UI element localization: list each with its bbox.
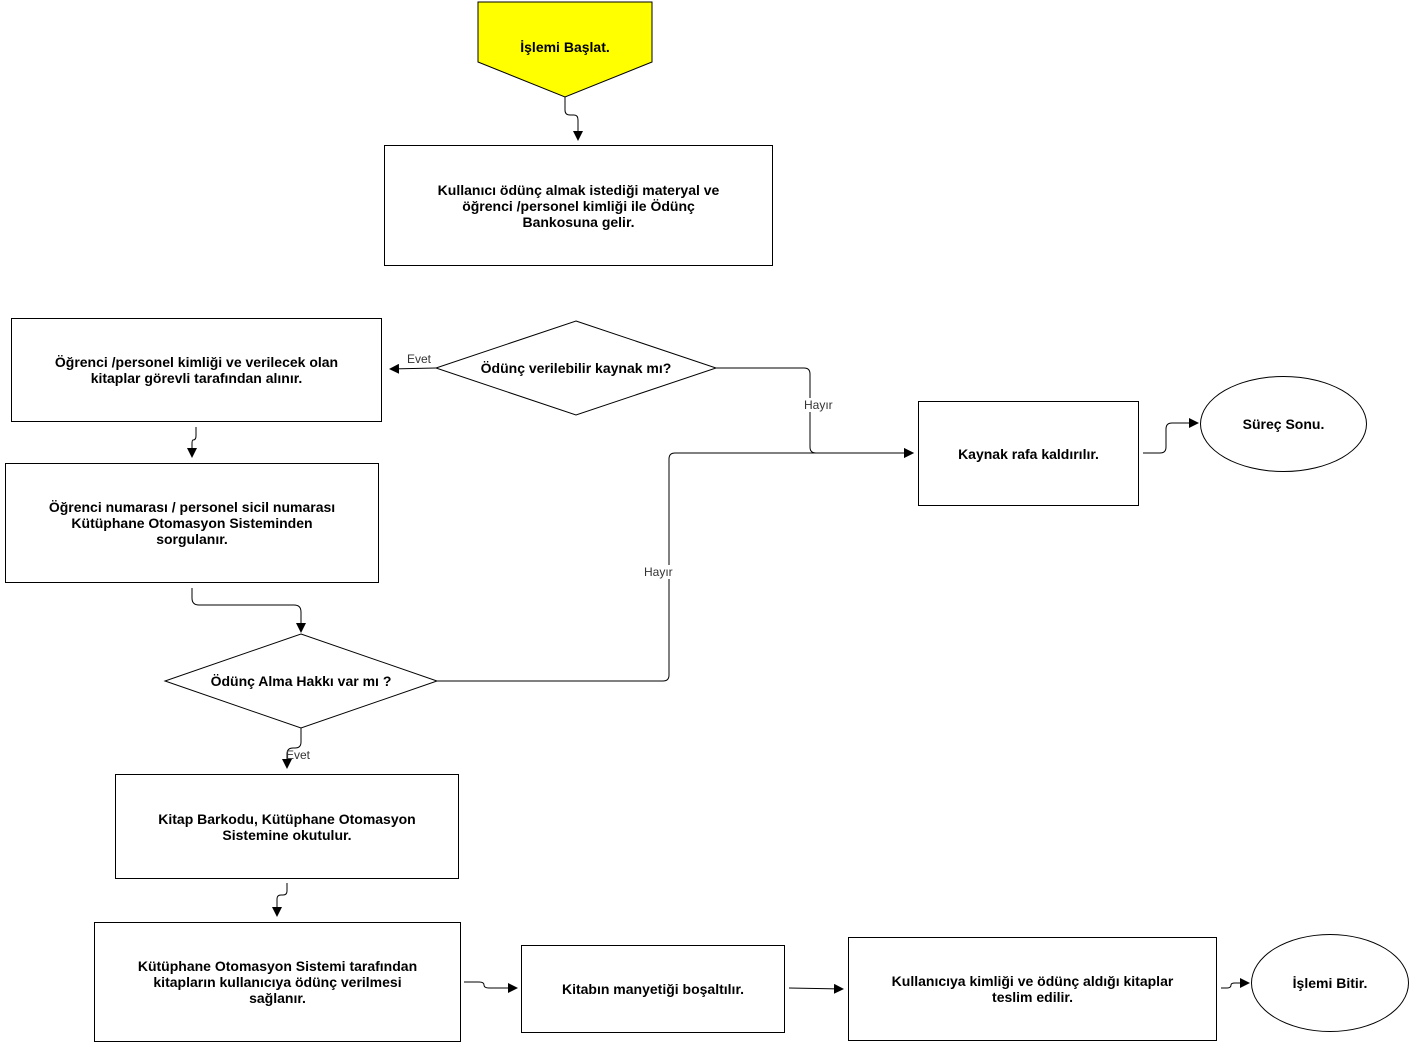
start-shape[interactable] — [477, 1, 653, 98]
edge-right-no — [437, 448, 914, 682]
edge-query-to-decision — [191, 588, 306, 633]
deliver-box[interactable]: Kullanıcıya kimliği ve ödünç aldığı kita… — [848, 937, 1217, 1041]
barcode-text: Kitap Barkodu, Kütüphane Otomasyon Siste… — [158, 810, 416, 843]
deliver-text: Kullanıcıya kimliği ve ödünç aldığı kita… — [891, 973, 1174, 1005]
edge-label-evet-2: Evet — [286, 748, 311, 762]
demagnetize-box[interactable]: Kitabın manyetiği boşaltılır. — [521, 945, 785, 1033]
edge-deliver-to-finish — [1221, 978, 1250, 989]
query-box[interactable]: Öğrenci numarası / personel sicil numara… — [5, 463, 379, 583]
process-end-oval[interactable]: Süreç Sonu. — [1200, 376, 1367, 472]
arrive-text: Kullanıcı ödünç almak istediği materyal … — [437, 181, 720, 230]
take-id-box[interactable]: Öğrenci /personel kimliği ve verilecek o… — [11, 318, 382, 422]
edge-take-to-query — [187, 427, 197, 458]
lend-text: Kütüphane Otomasyon Sistemi tarafından k… — [137, 958, 418, 1006]
edge-shelve-to-end — [1143, 418, 1199, 454]
query-text: Öğrenci numarası / personel sicil numara… — [48, 499, 336, 547]
decision-right-label: Ödünç Alma Hakkı var mı ? — [210, 673, 392, 689]
start-label: İşlemi Başlat. — [520, 39, 610, 55]
arrive-box[interactable]: Kullanıcı ödünç almak istediği materyal … — [384, 145, 773, 266]
edge-demag-to-deliver — [788, 983, 844, 994]
edge-right-yes — [282, 728, 302, 769]
shelve-text: Kaynak rafa kaldırılır. — [958, 445, 1099, 462]
edge-lend-to-demag — [464, 981, 518, 993]
edge-start-to-arrive — [564, 97, 583, 141]
edge-barcode-to-lend — [272, 883, 288, 917]
decision-resource-label: Ödünç verilebilir kaynak mı? — [480, 360, 672, 376]
edge-resource-yes — [389, 363, 437, 374]
decision-resource-diamond[interactable] — [434, 320, 718, 416]
lend-box[interactable]: Kütüphane Otomasyon Sistemi tarafından k… — [94, 922, 461, 1042]
edge-label-hayir-2: Hayır — [644, 565, 673, 579]
finish-text: İşlemi Bitir. — [1292, 975, 1368, 991]
finish-oval[interactable]: İşlemi Bitir. — [1251, 934, 1409, 1032]
shelve-box[interactable]: Kaynak rafa kaldırılır. — [918, 401, 1139, 506]
take-id-text: Öğrenci /personel kimliği ve verilecek o… — [54, 354, 339, 386]
edge-label-evet-1: Evet — [407, 352, 432, 366]
edge-label-hayir-1: Hayır — [804, 398, 833, 412]
process-end-text: Süreç Sonu. — [1242, 416, 1325, 432]
barcode-box[interactable]: Kitap Barkodu, Kütüphane Otomasyon Siste… — [115, 774, 459, 879]
demagnetize-text: Kitabın manyetiği boşaltılır. — [561, 981, 745, 997]
